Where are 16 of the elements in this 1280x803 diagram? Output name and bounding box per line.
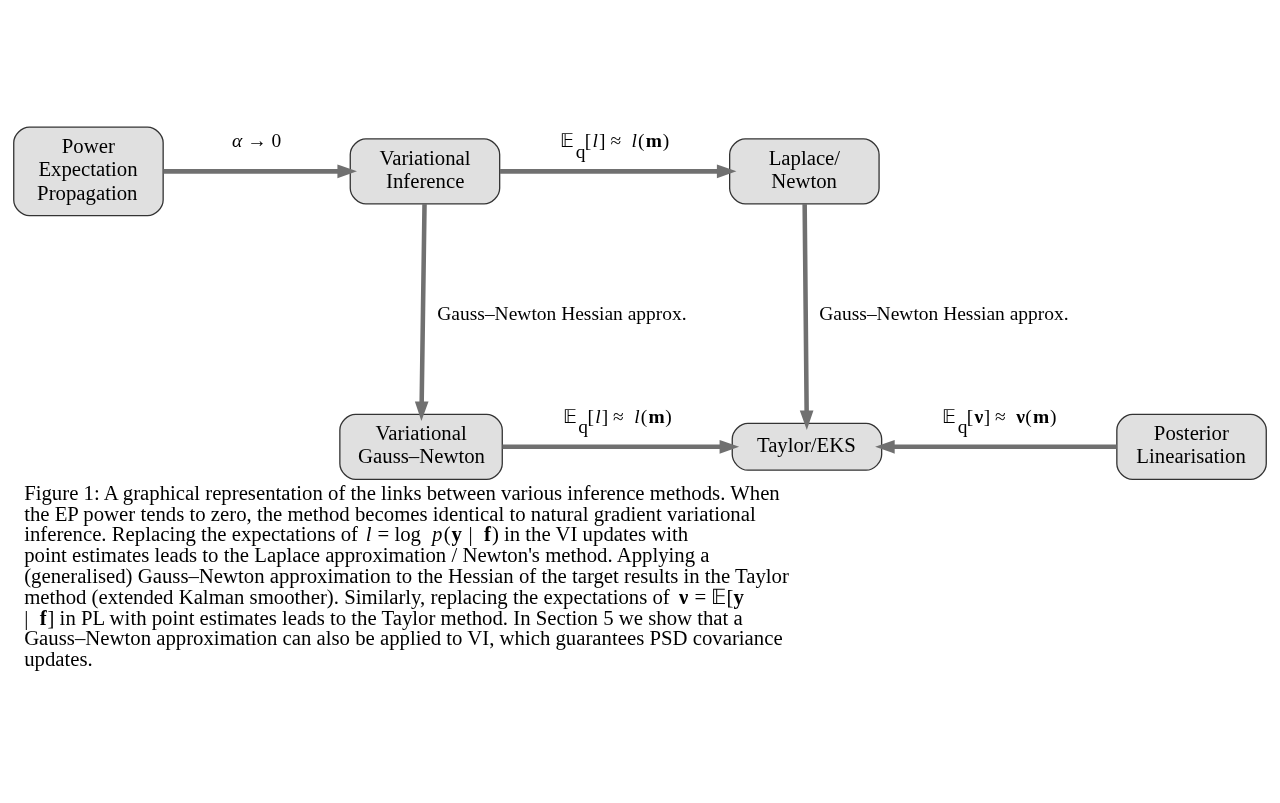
edge-label: α → 0: [232, 129, 282, 151]
arrow: [502, 439, 740, 454]
arrow: [799, 203, 814, 430]
node-box: Variational Inference: [349, 137, 501, 204]
node-box: Posterior Linearisation: [1116, 413, 1267, 480]
arrow: [875, 439, 1117, 454]
arrow: [163, 164, 357, 178]
arrow: [414, 203, 429, 421]
edge-label: Gauss–Newton Hessian approx.: [819, 302, 1069, 324]
arrow: [499, 164, 737, 178]
node-box: Taylor/EKS: [731, 422, 883, 471]
node-box: Power Expectation Propagation: [13, 126, 164, 216]
node-box: Laplace/ Newton: [729, 137, 880, 204]
edge-label: Gauss–Newton Hessian approx.: [437, 302, 687, 324]
node-box: Variational Gauss–Newton: [339, 413, 503, 480]
caption: Figure 1: A graphical representation of the links between various inference methods. When the EP power tends to zero, the method becomes identical to natural gradient variational inference. Replacing the expectations of l = log p(y | f) in the VI updates with point estimates leads to the Laplace approximation / Newton's method. Applying a (generalised) Gauss–Newton approximation to the Hessian of the target results in the Taylor method (extended Kalman smoother). Similarly, replacing the expectations of ν = 𝔼[y | f] in PL with point estimates leads to the Taylor method. In Section 5 we show that a Gauss–Newton approximation can also be applied to VI, which guarantees PSD covariance updates.: [24, 480, 789, 670]
